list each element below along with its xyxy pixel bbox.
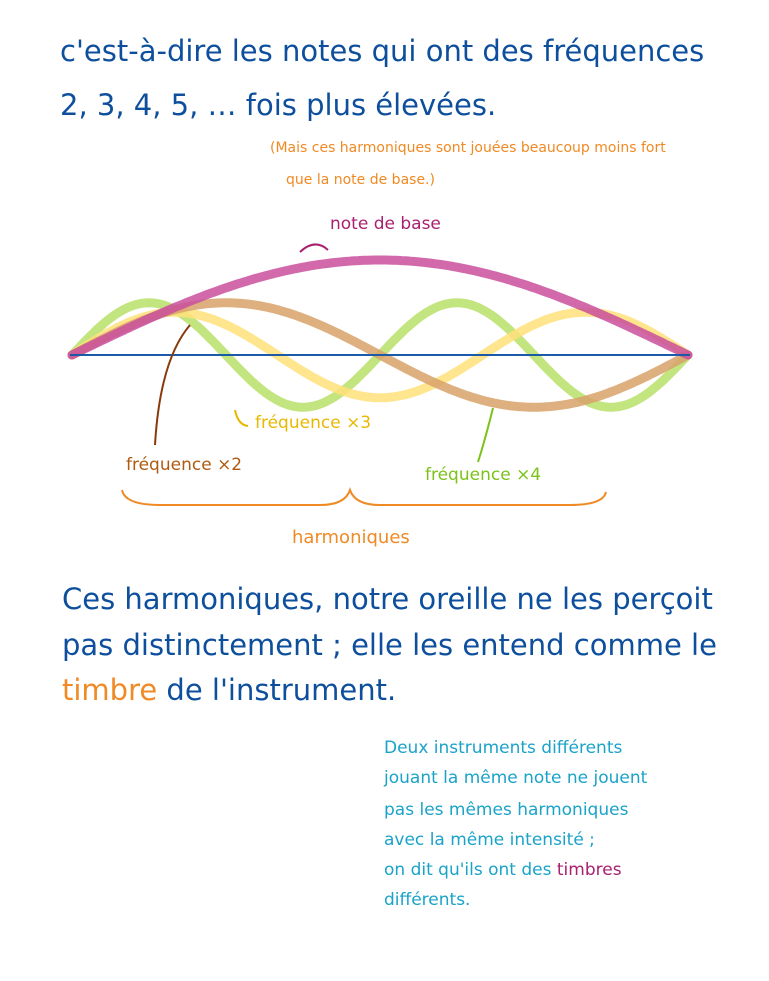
note-line-4: avec la même intensité ; [384, 830, 595, 850]
word-timbres: timbres [556, 860, 622, 880]
base-pointer [299, 243, 329, 253]
aside-line-2: que la note de base.) [286, 172, 435, 188]
note-line-6: différents. [384, 890, 471, 910]
harmonics-brace [121, 486, 607, 506]
intro-line-1: c'est-à-dire les notes qui ont des fréqu… [60, 34, 705, 68]
label-frequency-x2: fréquence ×2 [126, 455, 243, 475]
paragraph-line-3: timbre de l'instrument. [62, 673, 396, 707]
note-line-5-pre: on dit qu'ils ont des [384, 860, 557, 880]
f3-pointer [234, 409, 249, 427]
label-frequency-x4: fréquence ×4 [425, 465, 542, 485]
aside-line-1: (Mais ces harmoniques sont jouées beauco… [270, 140, 666, 156]
note-line-3: pas les mêmes harmoniques [384, 800, 629, 820]
word-timbre: timbre [62, 673, 158, 707]
paragraph-line-3-rest: de l'instrument. [157, 673, 397, 707]
label-harmonics: harmoniques [292, 527, 410, 548]
label-frequency-x3: fréquence ×3 [255, 413, 372, 433]
f4-pointer [477, 407, 494, 463]
intro-line-2: 2, 3, 4, 5, … fois plus élevées. [60, 88, 497, 122]
note-line-5: on dit qu'ils ont des timbres [384, 860, 622, 880]
f2-pointer [154, 324, 191, 446]
paragraph-line-1: Ces harmoniques, notre oreille ne les pe… [62, 582, 713, 616]
note-line-1: Deux instruments différents [384, 738, 623, 758]
wave-base [67, 255, 693, 360]
label-base-note: note de base [330, 214, 441, 234]
paragraph-line-2: pas distinctement ; elle les entend comm… [62, 628, 717, 662]
waves-group [67, 255, 693, 412]
note-line-2: jouant la même note ne jouent [384, 768, 648, 788]
